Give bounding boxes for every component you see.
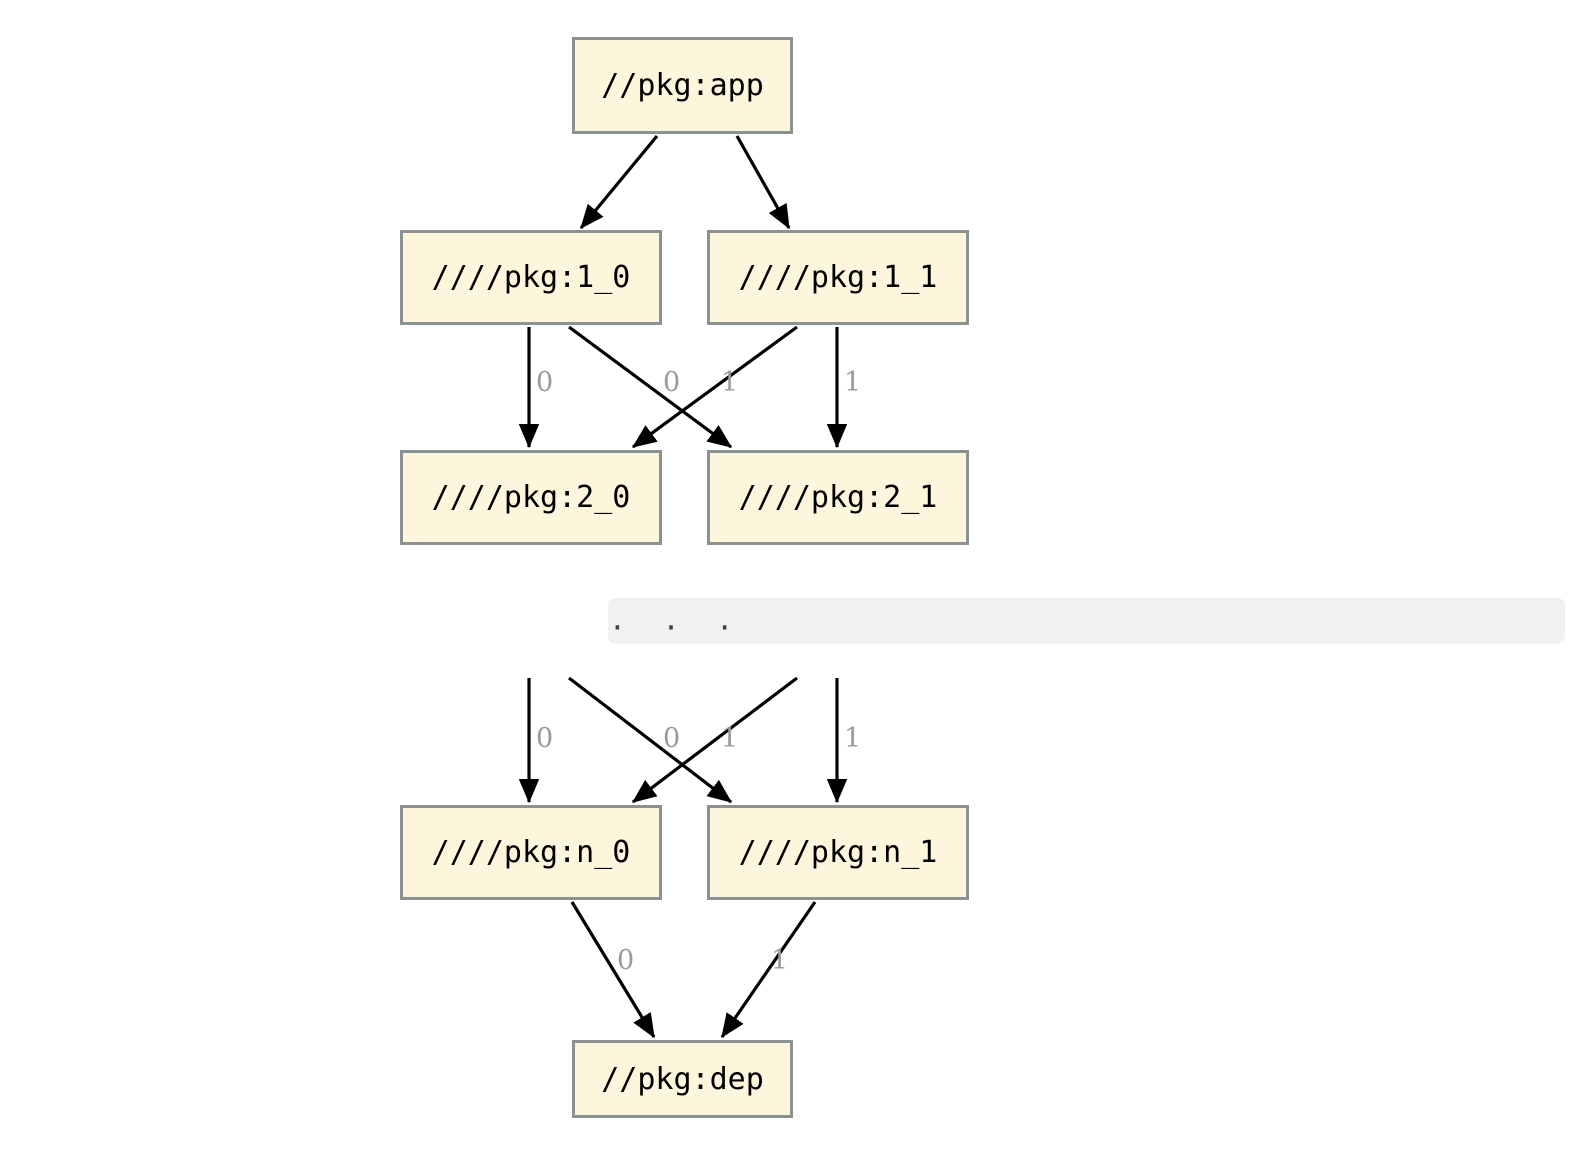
graph-node-label: ////pkg:n_1 xyxy=(738,835,938,870)
graph-node-dep[interactable]: //pkg:dep xyxy=(572,1040,793,1118)
edge-label: 0 xyxy=(536,723,554,754)
edge-label: 0 xyxy=(617,945,635,976)
ellipsis-separator-band: · · · xyxy=(608,598,1565,648)
graph-node-l2_0[interactable]: ////pkg:2_0 xyxy=(400,450,662,545)
graph-edge-app-to-l1_1 xyxy=(735,135,791,230)
edge-label: 0 xyxy=(536,367,554,398)
edge-label: 1 xyxy=(721,723,739,754)
graph-node-ln_1[interactable]: ////pkg:n_1 xyxy=(707,805,969,900)
graph-node-label: ////pkg:n_0 xyxy=(431,835,631,870)
edge-label: 1 xyxy=(844,723,862,754)
graph-edge-ln_1-to-dep xyxy=(720,901,817,1039)
edge-label: 1 xyxy=(771,945,789,976)
graph-edge-app-to-l1_0 xyxy=(579,134,659,230)
ellipsis-dots: · · · xyxy=(612,608,747,648)
graph-node-label: //pkg:dep xyxy=(601,1061,764,1097)
edge-label: 0 xyxy=(663,723,681,754)
graph-node-app[interactable]: //pkg:app xyxy=(572,37,793,134)
graph-node-label: ////pkg:2_1 xyxy=(738,480,938,515)
graph-node-label: ////pkg:1_0 xyxy=(431,260,631,295)
graph-edge-ln_0-to-dep xyxy=(570,901,656,1039)
graph-node-label: ////pkg:1_1 xyxy=(738,260,938,295)
graph-node-l1_1[interactable]: ////pkg:1_1 xyxy=(707,230,969,325)
edge-label: 1 xyxy=(844,367,862,398)
graph-node-label: ////pkg:2_0 xyxy=(431,480,631,515)
edge-label: 0 xyxy=(663,367,681,398)
graph-edge-l1_0-to-l2_1 xyxy=(568,325,733,449)
graph-edge-l1_1-to-l2_0 xyxy=(631,325,798,449)
graph-edge-dangling-to-ln_1 xyxy=(568,676,733,804)
graph-node-label: //pkg:app xyxy=(601,68,764,103)
graph-edge-dangling-to-ln_0 xyxy=(631,676,798,804)
graph-node-l1_0[interactable]: ////pkg:1_0 xyxy=(400,230,662,325)
graph-node-ln_0[interactable]: ////pkg:n_0 xyxy=(400,805,662,900)
edge-label: 1 xyxy=(721,367,739,398)
graph-node-l2_1[interactable]: ////pkg:2_1 xyxy=(707,450,969,545)
